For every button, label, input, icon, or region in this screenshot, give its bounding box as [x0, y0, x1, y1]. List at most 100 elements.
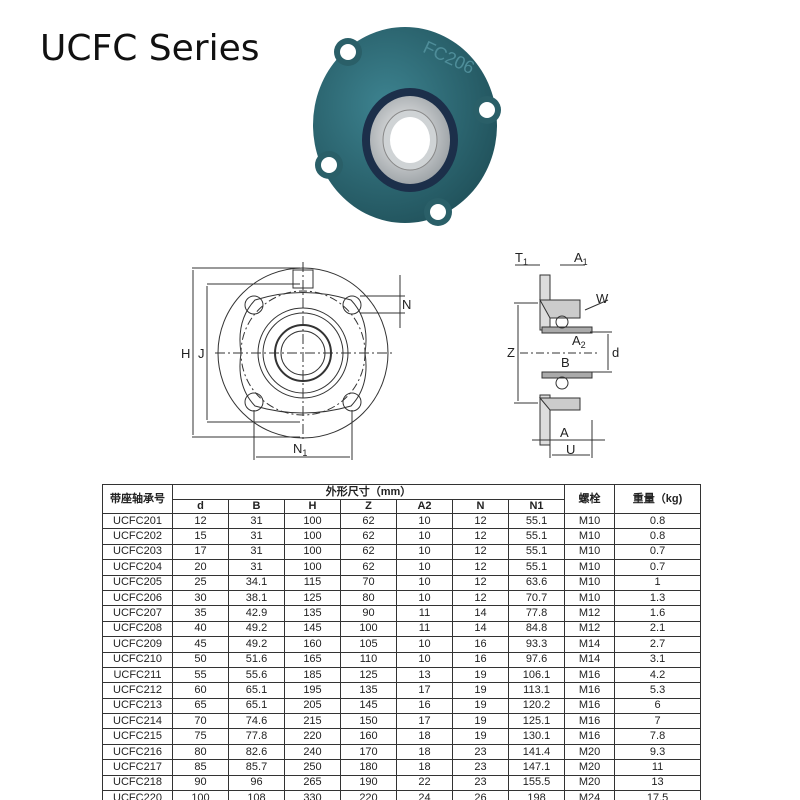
table-cell: 55.6	[228, 666, 285, 684]
table-cell: 49.2	[228, 620, 285, 638]
table-cell: 55	[172, 666, 229, 684]
table-cell: 6	[614, 697, 702, 715]
dim-label-J: J	[198, 346, 205, 361]
table-cell: 75	[172, 728, 229, 745]
table-cell: 205	[284, 697, 341, 715]
table-cell: 110	[340, 651, 397, 668]
table-cell: 170	[340, 743, 397, 761]
table-cell: 125	[340, 666, 397, 684]
table-cell: 135	[284, 605, 341, 622]
table-cell: 30	[172, 589, 229, 607]
table-cell: M16	[564, 713, 616, 730]
table-cell: 45	[172, 636, 229, 653]
bearing-housing: FC206	[313, 27, 501, 226]
table-cell: 120.2	[507, 697, 566, 715]
model-cell: UCFC203	[102, 543, 173, 561]
model-cell: UCFC220	[102, 790, 173, 800]
bolt-header: 螺栓	[564, 484, 616, 514]
table-cell: 190	[340, 774, 397, 792]
table-cell: M16	[564, 728, 616, 745]
table-cell: 145	[340, 697, 397, 715]
table-cell: 31	[228, 559, 285, 576]
table-cell: 100	[284, 559, 341, 576]
side-view-drawing	[514, 264, 612, 458]
table-cell: 17	[396, 713, 453, 730]
table-cell: 18	[396, 728, 453, 745]
model-cell: UCFC211	[102, 666, 173, 684]
table-cell: 115	[284, 574, 341, 591]
table-cell: 165	[284, 651, 341, 668]
table-cell: 16	[396, 697, 453, 715]
table-cell: 10	[396, 589, 453, 607]
table-cell: 55.1	[507, 543, 566, 561]
table-cell: M12	[564, 605, 616, 622]
table-cell: 60	[172, 682, 229, 699]
table-cell: 125.1	[507, 713, 566, 730]
table-cell: 62	[340, 543, 397, 561]
table-cell: 62	[340, 559, 397, 576]
dim-label-T1: T1	[515, 250, 528, 267]
table-cell: 65.1	[228, 697, 285, 715]
table-cell: 12	[452, 528, 509, 545]
model-cell: UCFC207	[102, 605, 173, 622]
table-cell: 100	[284, 528, 341, 545]
table-cell: 100	[284, 543, 341, 561]
table-cell: 11	[396, 605, 453, 622]
table-cell: 2.1	[614, 620, 702, 638]
table-cell: 31	[228, 528, 285, 545]
table-cell: 150	[340, 713, 397, 730]
table-cell: M12	[564, 620, 616, 638]
table-cell: 100	[172, 790, 229, 800]
model-header: 带座轴承号	[102, 484, 173, 514]
table-cell: 198	[507, 790, 566, 800]
dimensions-group-header: 外形尺寸（mm）	[171, 484, 566, 500]
table-cell: 23	[452, 759, 509, 776]
table-cell: 250	[284, 759, 341, 776]
table-cell: 10	[396, 636, 453, 653]
table-cell: 145	[284, 620, 341, 638]
table-cell: 13	[396, 666, 453, 684]
table-cell: 14	[452, 620, 509, 638]
model-cell: UCFC201	[102, 512, 173, 530]
table-cell: M20	[564, 774, 616, 792]
front-view-drawing	[192, 262, 405, 460]
table-cell: 220	[340, 790, 397, 800]
table-cell: 70	[340, 574, 397, 591]
table-cell: M14	[564, 636, 616, 653]
table-cell: 1.3	[614, 589, 702, 607]
table-cell: 106.1	[507, 666, 566, 684]
model-cell: UCFC209	[102, 636, 173, 653]
table-cell: 160	[284, 636, 341, 653]
table-cell: 11	[396, 620, 453, 638]
table-cell: 24	[396, 790, 453, 800]
dim-label-W: W	[596, 291, 609, 306]
weight-header: 重量（kg)	[614, 484, 702, 514]
table-cell: 12	[172, 512, 229, 530]
table-cell: 195	[284, 682, 341, 699]
table-cell: 265	[284, 774, 341, 792]
dim-header-z: Z	[340, 499, 397, 514]
table-cell: M10	[564, 589, 616, 607]
table-cell: 97.6	[507, 651, 566, 668]
dim-label-N: N	[402, 297, 411, 312]
table-cell: 18	[396, 759, 453, 776]
dim-header-n: N	[452, 499, 509, 514]
table-cell: M20	[564, 743, 616, 761]
table-cell: M24	[564, 790, 616, 800]
table-cell: 10	[396, 559, 453, 576]
table-cell: 160	[340, 728, 397, 745]
table-cell: 16	[452, 651, 509, 668]
table-cell: 12	[452, 589, 509, 607]
